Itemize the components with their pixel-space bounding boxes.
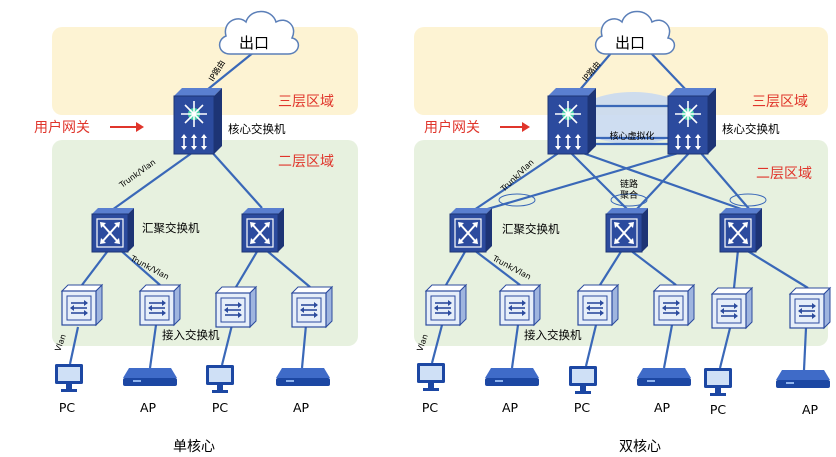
access-switch-icon <box>425 284 467 326</box>
ap-label: AP <box>802 402 819 417</box>
core-switch-label-right: 核心交换机 <box>722 122 780 136</box>
ap-label: AP <box>140 400 157 415</box>
ap-icon <box>485 368 539 386</box>
pc-icon <box>569 366 597 394</box>
access-switch-label-right: 接入交换机 <box>524 328 582 342</box>
diagram-title-dual-core: 双核心 <box>619 439 661 455</box>
ap-icon <box>123 368 177 386</box>
pc-icon <box>704 368 732 396</box>
access-switch-icon <box>789 287 831 329</box>
pc-icon <box>55 364 83 392</box>
single-core-diagram: 出口 IP路由 三层区域 二层区域 用户网关 核心交换机 Trunk/Vlan … <box>34 10 358 455</box>
layer3-label-right: 三层区域 <box>752 94 808 110</box>
ap-icon <box>637 368 691 386</box>
aggregation-switch-label-right: 汇聚交换机 <box>502 222 560 236</box>
pc-label: PC <box>212 400 229 415</box>
ap-icon <box>276 368 330 386</box>
access-switch-icon <box>61 284 103 326</box>
exit-label: 出口 <box>239 34 269 52</box>
aggregation-switch-icon <box>449 207 493 253</box>
ap-label: AP <box>654 400 671 415</box>
ap-label: AP <box>293 400 310 415</box>
core-virtualization-label: 核心虚拟化 <box>609 130 654 142</box>
link-aggregation-label-line2: 聚合 <box>620 189 638 201</box>
links-right <box>430 51 809 371</box>
link-aggregation-label-line1: 链路 <box>620 178 638 190</box>
aggregation-switch-icon <box>605 207 649 253</box>
link-aggregation-marks <box>498 193 767 207</box>
layer3-label-left: 三层区域 <box>278 94 334 110</box>
aggregation-switch-icon <box>91 207 135 253</box>
links-left <box>68 51 311 369</box>
core-switch-icon <box>173 87 223 155</box>
layer2-zone-left <box>52 140 358 346</box>
aggregation-switch-icon <box>241 207 285 253</box>
access-switch-label-left: 接入交换机 <box>162 328 220 342</box>
pc-icon <box>417 363 445 391</box>
core-switch-icon <box>547 87 597 155</box>
pc-label: PC <box>59 400 76 415</box>
ap-label: AP <box>502 400 519 415</box>
pc-label: PC <box>574 400 591 415</box>
arrow-icon <box>110 122 144 132</box>
access-switch-icon <box>653 284 695 326</box>
core-switch-label-left: 核心交换机 <box>228 122 286 136</box>
layer2-label-right: 二层区域 <box>756 166 812 182</box>
pc-icon <box>206 365 234 393</box>
access-switch-icon <box>711 287 753 329</box>
user-gateway-label-right: 用户网关 <box>424 119 480 136</box>
access-switch-icon <box>291 286 333 328</box>
core-switch-icon <box>667 87 717 155</box>
access-switch-icon <box>139 284 181 326</box>
layer2-label-left: 二层区域 <box>278 154 334 170</box>
exit-label: 出口 <box>615 34 645 52</box>
dual-core-diagram: 出口 IP路由 三层区域 二层区域 用户网关 核心虚拟化 核心交换机 Trunk… <box>414 10 831 455</box>
user-gateway-label-left: 用户网关 <box>34 119 90 136</box>
layer3-zone-right <box>414 27 828 115</box>
aggregation-switch-icon <box>719 207 763 253</box>
diagram-title-single-core: 单核心 <box>173 439 215 455</box>
arrow-icon <box>500 122 530 132</box>
aggregation-switch-label-left: 汇聚交换机 <box>142 221 200 235</box>
access-switch-icon <box>215 286 257 328</box>
access-switch-icon <box>577 284 619 326</box>
ap-icon <box>776 370 830 388</box>
access-switch-icon <box>499 284 541 326</box>
pc-label: PC <box>710 402 727 417</box>
pc-label: PC <box>422 400 439 415</box>
